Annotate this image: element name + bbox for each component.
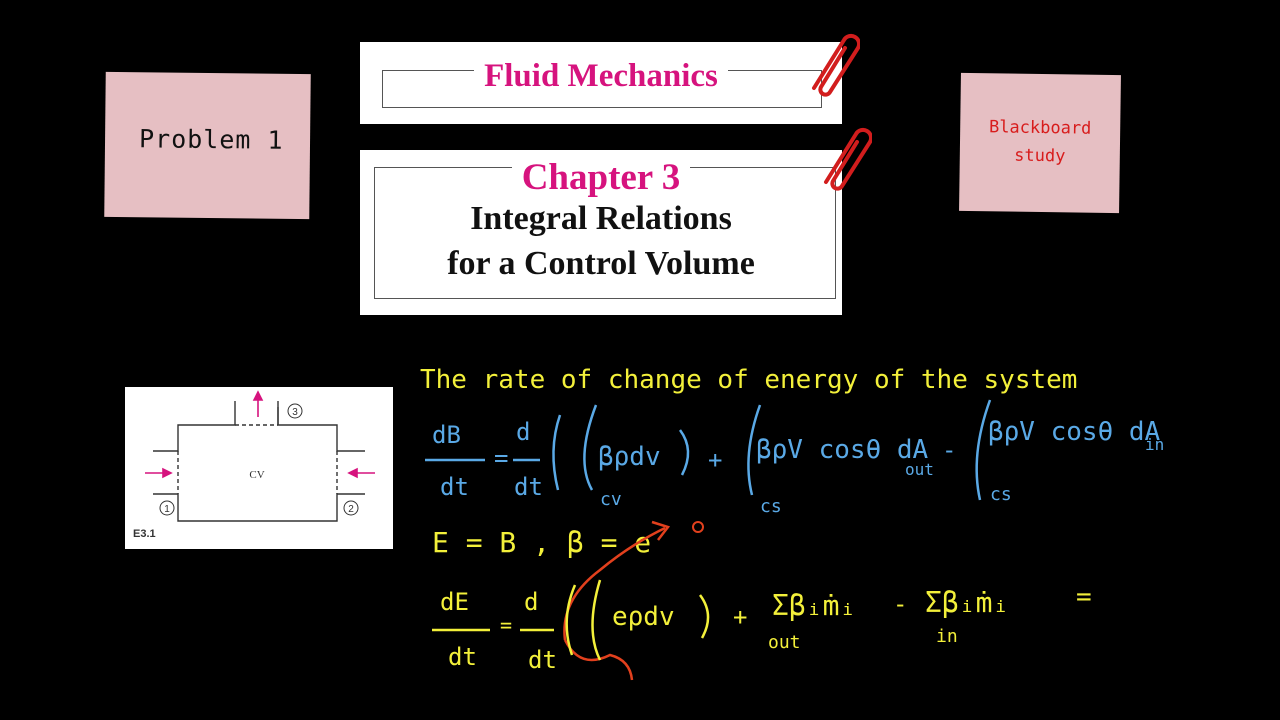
- svg-text:-: -: [942, 436, 956, 464]
- figure-label: E3.1: [133, 528, 156, 540]
- eq2-sub-in: in: [936, 626, 958, 647]
- svg-text:+: +: [708, 446, 722, 474]
- paperclip-icon: [824, 127, 872, 191]
- chapter-subtitle-line1: Integral Relations: [470, 200, 732, 237]
- eq2-lhs-den: dt: [448, 643, 477, 671]
- eq1-lhs-den: dt: [440, 473, 469, 501]
- control-volume-figure: CV 1 2 3 E3.1: [125, 387, 393, 549]
- book-title: Fluid Mechanics: [474, 58, 728, 94]
- chapter-subtitle-line2: for a Control Volume: [447, 245, 755, 282]
- eq2-term-b: Σβᵢṁᵢ: [772, 589, 856, 622]
- svg-text:cs: cs: [990, 484, 1012, 505]
- svg-text:dt: dt: [514, 473, 543, 501]
- paperclip-icon: [812, 33, 860, 97]
- port-2-label: 2: [348, 504, 354, 515]
- eq1-lhs-num: dB: [432, 421, 461, 449]
- sentence-line: The rate of change of energy of the syst…: [420, 365, 1077, 395]
- eq1-sub-out: out: [905, 460, 934, 479]
- eq2-term-c: Σβᵢṁᵢ: [925, 586, 1009, 619]
- svg-text:=: =: [494, 444, 508, 472]
- svg-text:d: d: [524, 588, 538, 616]
- substitution-line: E = B , β = e: [432, 526, 651, 559]
- eq1-term-b: βρV cosθ dA: [756, 435, 929, 465]
- chapter-card: Chapter 3 Integral Relations for a Contr…: [360, 150, 842, 315]
- eq2-sub-out: out: [768, 632, 801, 653]
- svg-text:+: +: [733, 603, 747, 631]
- svg-text:=: =: [500, 613, 512, 637]
- eq2-equals: =: [1076, 582, 1092, 612]
- port-3-label: 3: [292, 407, 298, 418]
- eq1-sub-cv: cv: [600, 489, 622, 510]
- svg-text:dt: dt: [528, 646, 557, 674]
- svg-text:-: -: [893, 590, 907, 618]
- eq1-term-a: βρdv: [598, 442, 661, 472]
- eq1-sub-cs: cs: [760, 496, 782, 517]
- eq1-term-c: βρV cosθ dA: [988, 417, 1161, 447]
- control-volume-diagram: CV 1 2 3 E3.1: [133, 390, 375, 540]
- chapter-number: Chapter 3: [511, 157, 691, 198]
- eq1-sub-in: in: [1145, 435, 1164, 454]
- book-title-card: Fluid Mechanics: [360, 42, 842, 124]
- svg-text:d: d: [516, 418, 530, 446]
- cv-label: CV: [249, 469, 264, 481]
- eq2-term-a: eρdv: [612, 602, 675, 632]
- port-1-label: 1: [164, 504, 170, 515]
- eq2-lhs-num: dE: [440, 588, 469, 616]
